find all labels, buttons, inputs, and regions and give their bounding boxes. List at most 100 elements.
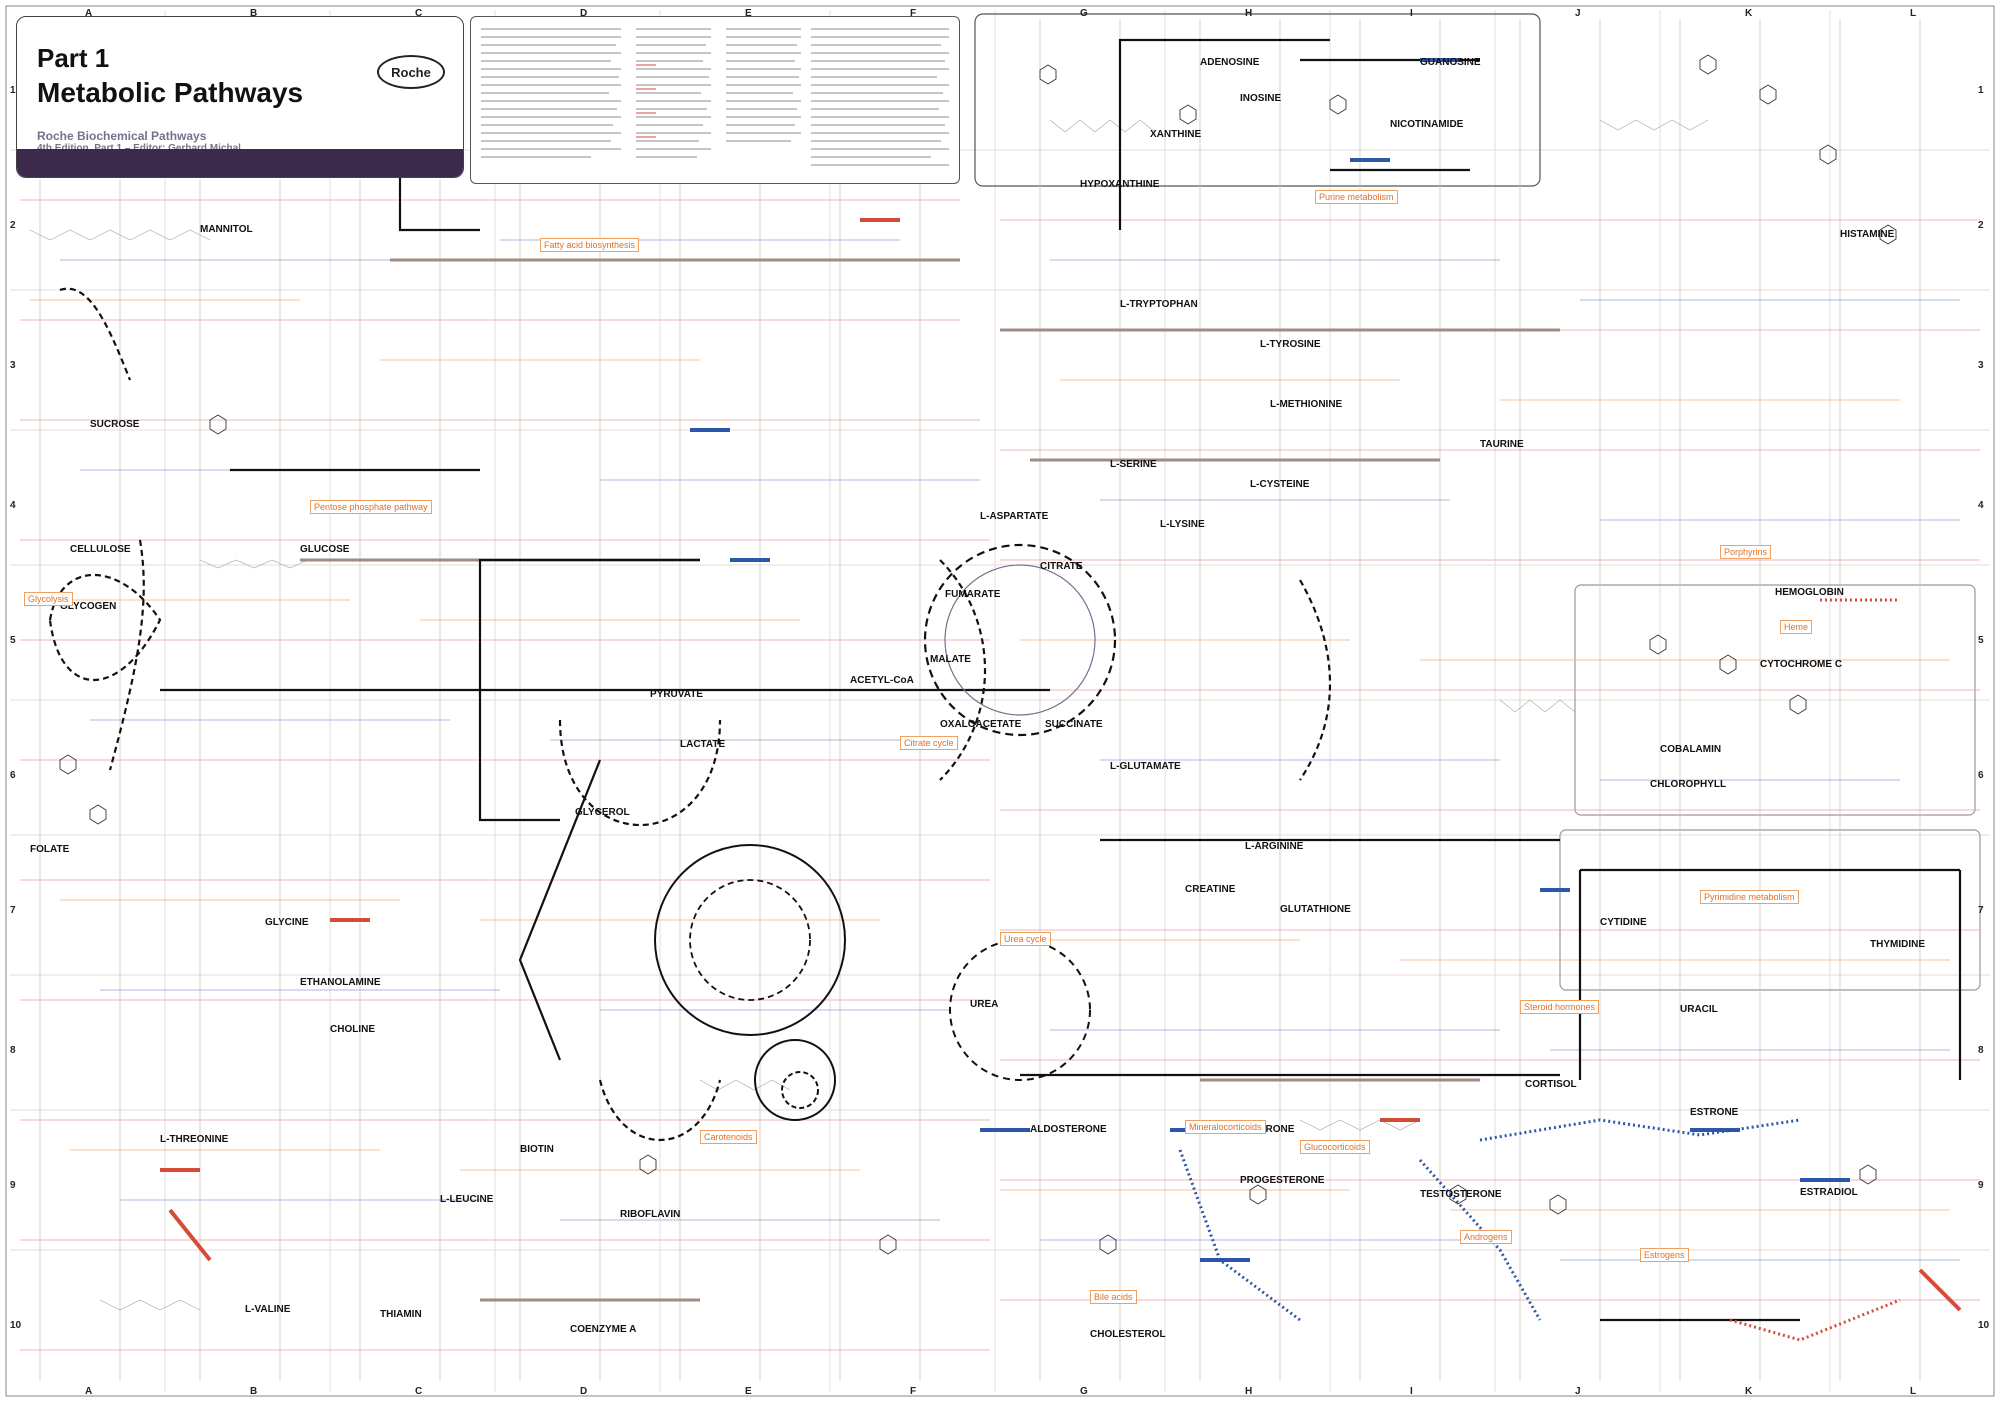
grid-col-label-bottom: G (1080, 1386, 1088, 1397)
dotted-chains (1178, 598, 1901, 1342)
metabolite-label: GLYCINE (265, 917, 309, 928)
poster-edition: 4th Edition, Part 1 – Editor: Gerhard Mi… (37, 143, 241, 154)
metabolite-label: L-CYSTEINE (1250, 479, 1310, 490)
grid-row-label-left: 3 (10, 360, 16, 371)
dashed-pathway-lines (48, 287, 1331, 1142)
metabolite-label: ALDOSTERONE (1030, 1124, 1107, 1135)
main-pathway-lines (160, 38, 1962, 1322)
metabolite-label: GLYCEROL (575, 807, 630, 818)
metabolite-label: L-THREONINE (160, 1134, 229, 1145)
cycle-circles (654, 543, 1117, 1121)
metabolite-label: CITRATE (1040, 561, 1083, 572)
pathway-section-label: Mineralocorticoids (1185, 1120, 1266, 1134)
grid-col-label-bottom: E (745, 1386, 752, 1397)
metabolite-label: ETHANOLAMINE (300, 977, 381, 988)
metabolite-label: GLUTATHIONE (1280, 904, 1351, 915)
metabolite-label: TAURINE (1480, 439, 1524, 450)
grid-row-label-left: 5 (10, 635, 16, 646)
grid-row-label-left: 1 (10, 85, 16, 96)
metabolite-label: COENZYME A (570, 1324, 637, 1335)
part-title: Part 1 (37, 43, 110, 73)
grid-col-label-bottom: H (1245, 1386, 1253, 1397)
metabolite-label: CELLULOSE (70, 544, 131, 555)
pathway-section-label: Fatty acid biosynthesis (540, 238, 640, 252)
metabolite-label: HEMOGLOBIN (1775, 587, 1844, 598)
grid-row-label-left: 7 (10, 905, 16, 916)
grid-row-label-left: 6 (10, 770, 16, 781)
grid-row-label-right: 5 (1978, 635, 1984, 646)
metabolite-label: BIOTIN (520, 1144, 554, 1155)
metabolite-label: THIAMIN (380, 1309, 422, 1320)
grid-col-label-bottom: J (1575, 1386, 1581, 1397)
metabolite-label: CYTOCHROME C (1760, 659, 1843, 670)
metabolite-label: HISTAMINE (1840, 229, 1895, 240)
pathway-section-label: Bile acids (1090, 1290, 1137, 1304)
grid-col-label-top: D (580, 8, 588, 19)
grid-col-label-top: G (1080, 8, 1088, 19)
title-banner-bar (17, 149, 463, 177)
metabolite-label: L-SERINE (1110, 459, 1157, 470)
metabolite-label: URACIL (1680, 1004, 1718, 1015)
pathway-mesh-detail (29, 119, 1709, 1311)
grid-row-label-right: 1 (1978, 85, 1984, 96)
grid-row-label-right: 8 (1978, 1045, 1984, 1056)
metabolite-label: L-GLUTAMATE (1110, 761, 1181, 772)
pathway-section-label: Glycolysis (24, 592, 73, 606)
metabolite-label: L-VALINE (245, 1304, 291, 1315)
pathway-section-label: Citrate cycle (900, 736, 958, 750)
blue-highlights (690, 58, 1850, 1262)
grid-col-label-bottom: B (250, 1386, 258, 1397)
grid-col-label-top: A (85, 8, 93, 19)
grid-col-label-top: B (250, 8, 258, 19)
metabolite-label: MANNITOL (200, 224, 253, 235)
pathway-section-label: Steroid hormones (1520, 1000, 1600, 1014)
metabolite-label: NICOTINAMIDE (1390, 119, 1464, 130)
metabolite-label: L-METHIONINE (1270, 399, 1343, 410)
metabolite-label: L-TRYPTOPHAN (1120, 299, 1198, 310)
pathway-section-label: Porphyrins (1720, 545, 1772, 559)
grid-row-label-left: 10 (10, 1320, 22, 1331)
grid-col-label-bottom: I (1410, 1386, 1413, 1397)
metabolite-label: HYPOXANTHINE (1080, 179, 1160, 190)
metabolite-label: ESTRADIOL (1800, 1187, 1858, 1198)
grid-col-label-top: J (1575, 8, 1581, 19)
grid-row-label-right: 9 (1978, 1180, 1984, 1191)
poster-subtitle: Roche Biochemical Pathways (37, 129, 207, 143)
grid-col-label-top: K (1745, 8, 1753, 19)
grid-col-label-bottom: L (1910, 1386, 1917, 1397)
metabolite-label: UREA (970, 999, 999, 1010)
grid-row-label-left: 8 (10, 1045, 16, 1056)
metabolite-label: MALATE (930, 654, 971, 665)
metabolite-label: CORTISOL (1525, 1079, 1577, 1090)
grid-col-label-top: I (1410, 8, 1413, 19)
grid-row-label-right: 4 (1978, 500, 1984, 511)
metabolite-label: PYRUVATE (650, 689, 703, 700)
metabolite-label: INOSINE (1240, 93, 1282, 104)
pathway-section-label: Urea cycle (1000, 932, 1051, 946)
metabolite-label: CHOLESTEROL (1090, 1329, 1166, 1340)
grid-col-label-bottom: A (85, 1386, 93, 1397)
legend-panel (470, 16, 960, 184)
red-highlights (160, 218, 1962, 1312)
metabolite-label: ADENOSINE (1200, 57, 1260, 68)
legend-text-lines (481, 28, 949, 166)
metabolite-label: COBALAMIN (1660, 744, 1722, 755)
grid-row-label-left: 2 (10, 220, 16, 231)
grid-col-label-bottom: C (415, 1386, 423, 1397)
metabolite-label: FUMARATE (945, 589, 1001, 600)
metabolite-label: L-TYROSINE (1260, 339, 1321, 350)
grid-row-label-right: 7 (1978, 905, 1984, 916)
title-panel: Part 1 Metabolic Pathways Roche Biochemi… (16, 16, 464, 178)
pathway-section-label: Heme (1780, 620, 1813, 634)
pathway-section-label: Estrogens (1640, 1248, 1689, 1262)
poster-frame (5, 5, 1995, 1397)
metabolite-label: CYTIDINE (1600, 917, 1647, 928)
metabolite-label: L-LYSINE (1160, 519, 1205, 530)
metabolite-label: CREATINE (1185, 884, 1236, 895)
metabolite-label: THYMIDINE (1870, 939, 1925, 950)
grid-col-label-bottom: K (1745, 1386, 1753, 1397)
pathway-section-label: Glucocorticoids (1300, 1140, 1370, 1154)
metabolite-label: PROGESTERONE (1240, 1175, 1325, 1186)
grid-row-label-right: 2 (1978, 220, 1984, 231)
